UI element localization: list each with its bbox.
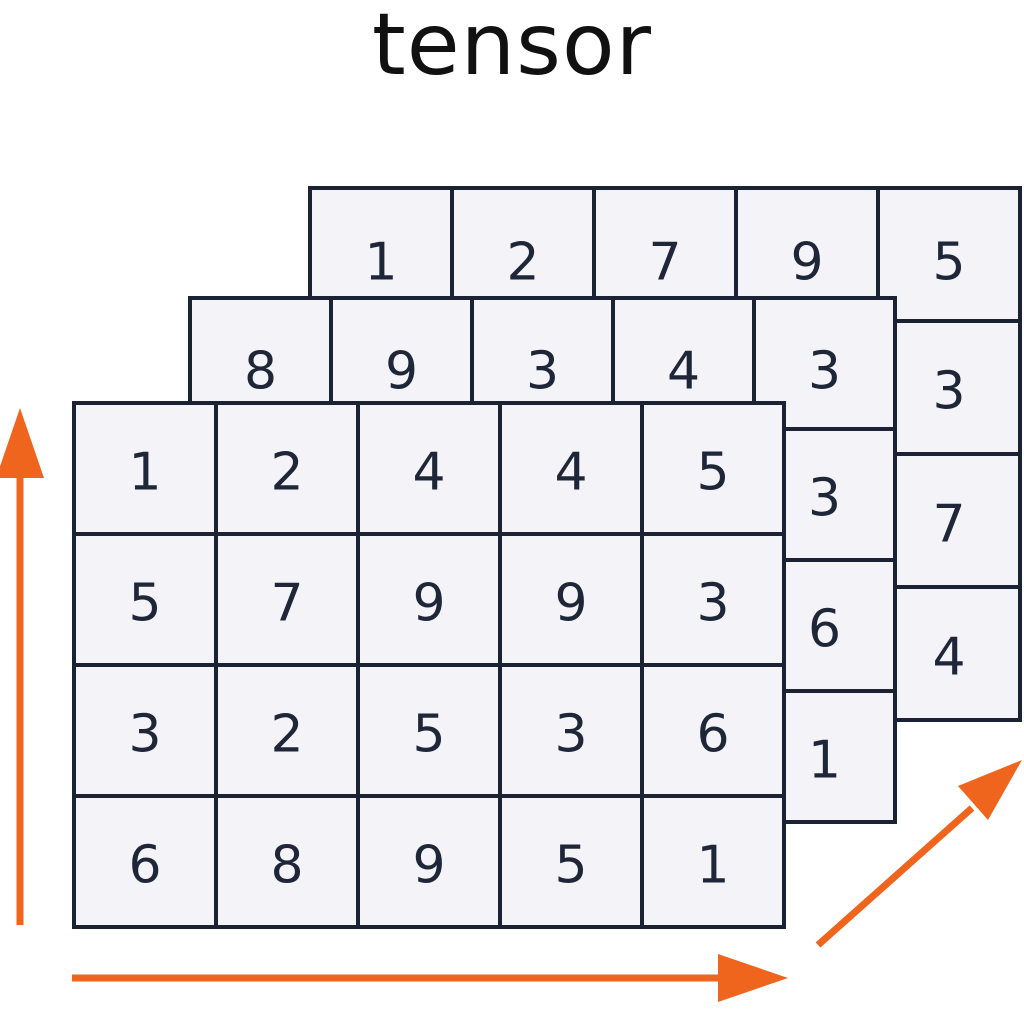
cell-value: 6 xyxy=(696,705,729,765)
cell-value: 9 xyxy=(412,574,445,634)
cell-value: 2 xyxy=(270,705,303,765)
tensor-cell: 5 xyxy=(640,401,786,536)
tensor-cell: 9 xyxy=(356,532,502,667)
cell-value: 4 xyxy=(667,342,700,402)
tensor-cell: 3 xyxy=(498,663,644,798)
cell-value: 3 xyxy=(526,342,559,402)
cell-box xyxy=(640,532,786,667)
cell-value: 3 xyxy=(696,574,729,634)
cell-box xyxy=(72,401,218,536)
cell-value: 7 xyxy=(648,233,681,293)
tensor-cell: 3 xyxy=(72,663,218,798)
depth-axis-arrow xyxy=(815,805,975,948)
cell-value: 3 xyxy=(808,342,841,402)
cell-value: 4 xyxy=(554,443,587,503)
tensor-cell: 4 xyxy=(876,585,1022,722)
cell-box xyxy=(72,794,218,929)
cell-value: 5 xyxy=(412,705,445,765)
cell-value: 2 xyxy=(506,233,539,293)
cell-value: 1 xyxy=(364,233,397,293)
tensor-cell: 3 xyxy=(640,532,786,667)
tensor-cell: 6 xyxy=(72,794,218,929)
cell-value: 7 xyxy=(270,574,303,634)
cell-value: 4 xyxy=(412,443,445,503)
tensor-layer-front: 1 2 4 4 5 5 7 9 9 3 3 2 5 3 6 6 8 9 5 1 xyxy=(72,401,786,929)
tensor-cell: 1 xyxy=(72,401,218,536)
cell-box xyxy=(214,794,360,929)
vertical-axis-arrowhead xyxy=(0,408,44,478)
cell-value: 5 xyxy=(554,836,587,896)
cell-value: 6 xyxy=(808,600,841,660)
tensor-cell: 1 xyxy=(640,794,786,929)
tensor-cell: 9 xyxy=(498,532,644,667)
cell-box xyxy=(214,401,360,536)
cell-value: 9 xyxy=(412,836,445,896)
tensor-cell: 2 xyxy=(214,401,360,536)
cell-value: 3 xyxy=(932,362,965,422)
cell-box xyxy=(72,663,218,798)
cell-value: 3 xyxy=(554,705,587,765)
tensor-cell: 5 xyxy=(498,794,644,929)
cell-box xyxy=(356,532,502,667)
tensor-cell: 5 xyxy=(356,663,502,798)
tensor-cell: 6 xyxy=(640,663,786,798)
cell-value: 8 xyxy=(270,836,303,896)
cell-value: 5 xyxy=(696,443,729,503)
cell-box xyxy=(214,532,360,667)
cell-value: 3 xyxy=(128,705,161,765)
cell-value: 9 xyxy=(554,574,587,634)
cell-value: 4 xyxy=(932,628,965,688)
cell-box xyxy=(876,452,1022,589)
tensor-layers: 1 2 7 9 5 3 7 4 8 9 3 4 3 3 6 1 1 2 4 4 5 5 7 9 9 3 3 2 5 3 6 6 8 9 5 1 xyxy=(72,186,1022,929)
cell-value: 3 xyxy=(808,469,841,529)
cell-value: 2 xyxy=(270,443,303,503)
cell-box xyxy=(640,794,786,929)
tensor-cell: 7 xyxy=(214,532,360,667)
cell-value: 5 xyxy=(128,574,161,634)
depth-axis-arrowhead xyxy=(958,760,1022,820)
cell-box xyxy=(498,794,644,929)
tensor-cell: 3 xyxy=(876,319,1022,456)
tensor-cell: 2 xyxy=(214,663,360,798)
cell-value: 1 xyxy=(808,731,841,791)
cell-value: 7 xyxy=(932,495,965,555)
tensor-cell: 5 xyxy=(876,186,1022,323)
horizontal-axis-arrowhead xyxy=(718,954,788,1002)
tensor-cell: 4 xyxy=(356,401,502,536)
diagram-title: tensor xyxy=(372,0,652,95)
cell-box xyxy=(214,663,360,798)
cell-box xyxy=(356,663,502,798)
tensor-cell: 9 xyxy=(356,794,502,929)
cell-value: 9 xyxy=(385,342,418,402)
cell-value: 8 xyxy=(244,342,277,402)
cell-value: 6 xyxy=(128,836,161,896)
tensor-cell: 8 xyxy=(214,794,360,929)
cell-box xyxy=(640,663,786,798)
cell-value: 5 xyxy=(932,233,965,293)
axis-arrows xyxy=(0,408,1022,1002)
tensor-cell: 5 xyxy=(72,532,218,667)
tensor-cell: 4 xyxy=(498,401,644,536)
cell-value: 1 xyxy=(128,443,161,503)
cell-value: 9 xyxy=(790,233,823,293)
tensor-cell: 7 xyxy=(876,452,1022,589)
cell-value: 1 xyxy=(696,836,729,896)
